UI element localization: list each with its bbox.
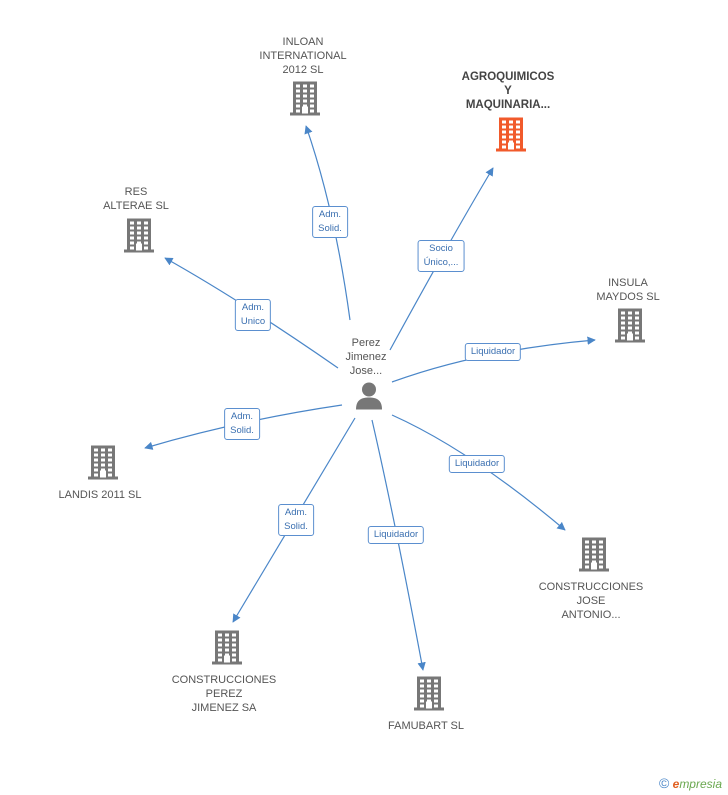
node-icon-wrapper [212, 630, 242, 670]
label-line: CONSTRUCCIONES [538, 581, 644, 593]
building-icon [290, 81, 320, 116]
label-line: LANDIS 2011 SL [58, 489, 142, 501]
company-node-landis[interactable]: LANDIS 2011 SL [59, 488, 142, 502]
company-node-construcciones-jose[interactable]: CONSTRUCCIONES JOSE ANTONIO... [539, 580, 644, 622]
brand-name: empresia [672, 777, 722, 791]
node-icon-wrapper [290, 81, 320, 121]
building-icon [579, 537, 609, 572]
relation-label-line: Liquidador [454, 458, 500, 469]
building-icon [414, 676, 444, 711]
empresia-logo: © empresia [659, 775, 722, 791]
node-icon-wrapper [414, 676, 444, 716]
relation-badge-insula[interactable]: Liquidador [464, 343, 522, 361]
building-icon [212, 630, 242, 665]
copyright-icon: © [658, 775, 670, 791]
node-icon-wrapper [88, 445, 118, 485]
relation-label-line: Adm. [284, 507, 308, 518]
relation-label-line: Adm. [318, 209, 342, 220]
label-line: CONSTRUCCIONES [171, 674, 277, 686]
label-line: PEREZ [205, 688, 243, 700]
building-icon [88, 445, 118, 480]
building-icon [496, 117, 526, 152]
label-line: RES [124, 186, 148, 198]
building-icon [615, 308, 645, 343]
relation-badge-construcciones-jose[interactable]: Liquidador [448, 455, 506, 473]
relation-label-line: Único,... [423, 257, 459, 268]
relation-badge-construcciones-perez[interactable]: Adm. Solid. [278, 504, 314, 536]
node-icon-wrapper [615, 308, 645, 348]
node-icon-wrapper [354, 381, 384, 416]
label-line: FAMUBART SL [387, 720, 465, 732]
label-line: INSULA [608, 277, 648, 289]
label-line: JIMENEZ SA [191, 702, 257, 714]
company-node-agroquimicos[interactable]: AGROQUIMICOS Y MAQUINARIA... [462, 70, 555, 112]
relation-label-line: Solid. [284, 521, 308, 532]
label-line: ANTONIO... [561, 609, 621, 621]
label-line: INTERNATIONAL [259, 50, 347, 62]
relation-label-line: Adm. [241, 302, 265, 313]
company-node-famubart[interactable]: FAMUBART SL [388, 719, 464, 733]
label-line: 2012 SL [282, 64, 324, 76]
edge-famubart [371, 419, 426, 671]
relation-label-line: Liquidador [373, 529, 419, 540]
company-node-insula[interactable]: INSULA MAYDOS SL [596, 276, 659, 304]
node-icon-wrapper [579, 537, 609, 577]
relation-label-line: Unico [240, 316, 266, 327]
building-icon [124, 218, 154, 253]
relation-label-line: Liquidador [470, 346, 516, 357]
label-line: INLOAN [282, 36, 324, 48]
node-icon-wrapper [496, 117, 526, 157]
relation-label-line: Socio [429, 243, 453, 254]
relation-badge-famubart[interactable]: Liquidador [367, 526, 425, 544]
company-node-inloan[interactable]: INLOAN INTERNATIONAL 2012 SL [259, 35, 346, 77]
company-node-res[interactable]: RES ALTERAE SL [103, 185, 169, 213]
label-line: Y [504, 85, 512, 97]
relation-label-line: Adm. [230, 411, 254, 422]
label-line: ALTERAE SL [103, 200, 169, 212]
label-line: MAYDOS SL [596, 291, 660, 303]
node-icon-wrapper [124, 218, 154, 258]
label-line: Jimenez [345, 351, 387, 363]
label-line: Jose... [349, 365, 383, 377]
relation-label-line: Solid. [318, 223, 342, 234]
person-icon [356, 382, 382, 410]
relation-label-line: Solid. [230, 425, 254, 436]
company-node-construcciones-perez[interactable]: CONSTRUCCIONES PEREZ JIMENEZ SA [172, 673, 277, 715]
label-line: Perez [351, 337, 381, 349]
relation-badge-inloan[interactable]: Adm. Solid. [312, 206, 348, 238]
label-line: JOSE [576, 595, 606, 607]
label-line: AGROQUIMICOS [461, 71, 555, 83]
relation-badge-res[interactable]: Adm. Unico [234, 299, 272, 331]
relation-badge-landis[interactable]: Adm. Solid. [224, 408, 260, 440]
label-line: MAQUINARIA... [465, 99, 551, 111]
